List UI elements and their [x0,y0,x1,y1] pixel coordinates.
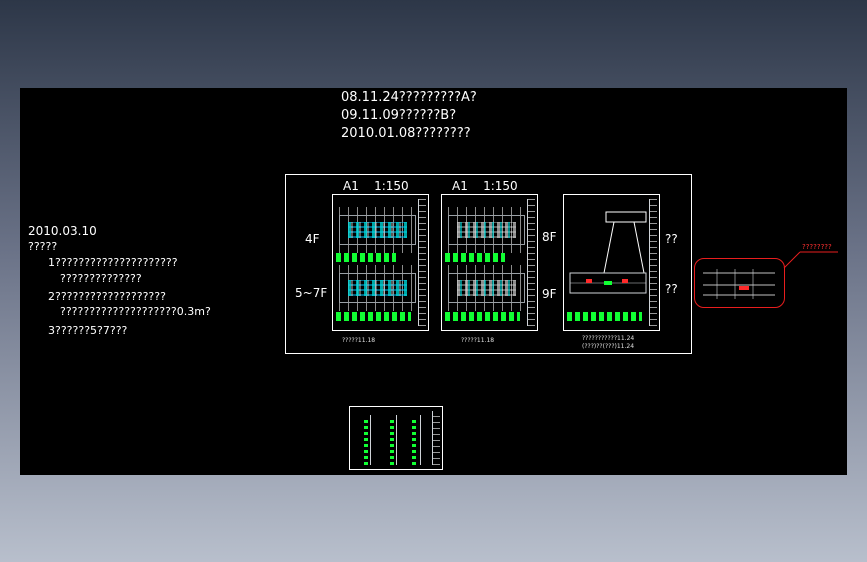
equipment-column [364,417,368,465]
equipment-column [412,417,416,465]
sheet-3-caption-line-2: (???)??(???)11.24 [582,343,635,350]
note-item-1-cont: ?????????????? [60,272,142,285]
sheet-2-header: A1 1:150 [452,179,518,193]
floor-label-5-7f: 5~7F [295,286,328,300]
note-item-1: 1????????????????????? [48,256,178,269]
title-block [649,199,657,326]
sheet-1[interactable] [332,194,429,331]
sheet-1-header: A1 1:150 [343,179,409,193]
title-block [527,199,535,326]
equipment-column [390,417,394,465]
revision-note-2: 09.11.09??????B? [341,108,457,123]
column-rule [370,415,371,465]
sheet-3[interactable] [563,194,660,331]
cloud-plan [703,269,775,299]
callout-label: ???????? [802,243,832,251]
floor-label-4f: 4F [305,232,320,246]
title-block [418,199,426,326]
equipment-row [336,253,396,262]
note-item-2-cont: ????????????????????0.3m? [60,305,211,318]
drawing-canvas[interactable]: 08.11.24?????????A? 09.11.09??????B? 201… [20,88,847,475]
revision-note-1: 08.11.24?????????A? [341,90,477,105]
note-item-2: 2??????????????????? [48,290,166,303]
revision-note-3: 2010.01.08???????? [341,126,471,141]
sheet-1-caption: ?????11.18 [342,337,376,344]
sheet-3-caption-line-1: ???????????11.24 [582,335,635,342]
floor-plan-4f [339,215,416,245]
notes-date: 2010.03.10 [28,224,97,238]
unknown-label-2: ?? [665,282,678,296]
notes-heading: ????? [28,240,58,253]
column-rule [420,415,421,465]
equipment-row [445,253,505,262]
callout-leader [783,251,838,269]
floor-plan-5-7f [448,273,525,303]
sheet-2[interactable] [441,194,538,331]
sheet-3-linework [569,211,647,294]
equipment-row [445,312,520,321]
sheet-set-frame[interactable] [285,174,692,354]
revision-cloud[interactable] [694,258,785,308]
column-rule [396,415,397,465]
unknown-label-1: ?? [665,232,678,246]
floor-plan-5-7f [339,273,416,303]
floor-plan-4f [448,215,525,245]
floor-label-9f: 9F [542,287,557,301]
schedule-sheet-thumbnail[interactable] [349,406,443,470]
equipment-row [567,312,642,321]
equipment-row [336,312,411,321]
floor-label-8f: 8F [542,230,557,244]
note-item-3: 3??????5?7??? [48,324,128,337]
sheet-2-caption: ?????11.18 [461,337,495,344]
title-block [432,411,440,465]
